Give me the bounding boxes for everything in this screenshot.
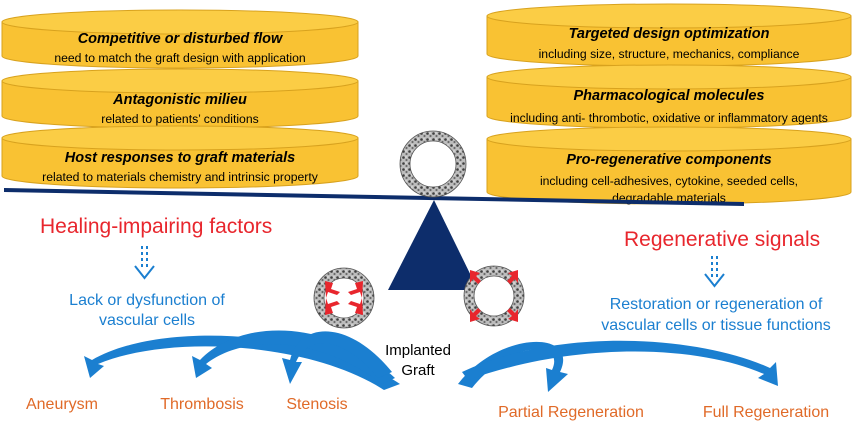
right-heading: Regenerative signals (624, 228, 820, 251)
outcome-partial-regeneration: Partial Regeneration (498, 404, 644, 421)
outward-arrows (470, 270, 518, 322)
left-heading: Healing-impairing factors (40, 215, 272, 238)
outcome-full-regeneration: Full Regeneration (703, 404, 829, 421)
balance-beam (4, 188, 744, 206)
left-disc-3-title: Host responses to graft materials (65, 150, 295, 166)
outcome-thrombosis: Thrombosis (160, 396, 244, 413)
left-outcome-arrows (84, 330, 400, 390)
left-disc-3: Host responses to graft materials relate… (1, 125, 359, 189)
implanted-graft-line2: Graft (401, 362, 435, 379)
right-disc-stack: Targeted design optimization including s… (486, 3, 852, 205)
right-disc-3-title: Pro-regenerative components (566, 152, 771, 168)
arrow-to-thrombosis (192, 330, 395, 384)
fulcrum-triangle (388, 200, 478, 290)
right-result-line2: vascular cells or tissue functions (601, 317, 830, 334)
right-disc-3: Pro-regenerative components including ce… (486, 126, 852, 205)
right-disc-2-title: Pharmacological molecules (574, 88, 765, 104)
left-disc-1: Competitive or disturbed flow need to ma… (1, 9, 359, 69)
right-disc-2: Pharmacological molecules including anti… (486, 64, 852, 129)
left-disc-stack: Competitive or disturbed flow need to ma… (1, 9, 359, 189)
right-disc-2-subtitle: including anti- thrombotic, oxidative or… (510, 111, 828, 125)
implanted-graft-line1: Implanted (385, 342, 451, 359)
top-graft-ring (399, 130, 467, 198)
left-result-line1: Lack or dysfunction of (69, 292, 225, 309)
left-disc-2: Antagonistic milieu related to patients’… (1, 68, 359, 129)
right-outcome-arrows (458, 340, 778, 392)
left-disc-2-title: Antagonistic milieu (112, 92, 247, 108)
right-disc-1-subtitle: including size, structure, mechanics, co… (539, 47, 800, 61)
left-disc-3-subtitle: related to materials chemistry and intri… (42, 170, 319, 184)
left-disc-2-subtitle: related to patients’ conditions (101, 112, 258, 126)
right-result-line1: Restoration or regeneration of (610, 296, 823, 313)
right-disc-3-subtitle-line1: including cell-adhesives, cytokine, seed… (540, 174, 798, 188)
outcome-stenosis: Stenosis (286, 396, 347, 413)
left-result-line2: vascular cells (99, 312, 195, 329)
right-disc-1: Targeted design optimization including s… (486, 3, 852, 67)
right-down-arrow (704, 256, 725, 288)
left-down-arrow (134, 246, 155, 280)
arrow-to-full-regeneration (462, 340, 778, 386)
left-disc-1-title: Competitive or disturbed flow (78, 31, 284, 47)
arrow-to-stenosis (282, 331, 392, 384)
left-disc-1-subtitle: need to match the graft design with appl… (54, 51, 305, 65)
regeneration-graft-ring (463, 265, 525, 327)
right-disc-1-title: Targeted design optimization (569, 26, 770, 42)
stenosis-graft-ring (313, 267, 375, 329)
outcome-aneurysm: Aneurysm (26, 396, 98, 413)
inward-arrows (325, 281, 363, 315)
